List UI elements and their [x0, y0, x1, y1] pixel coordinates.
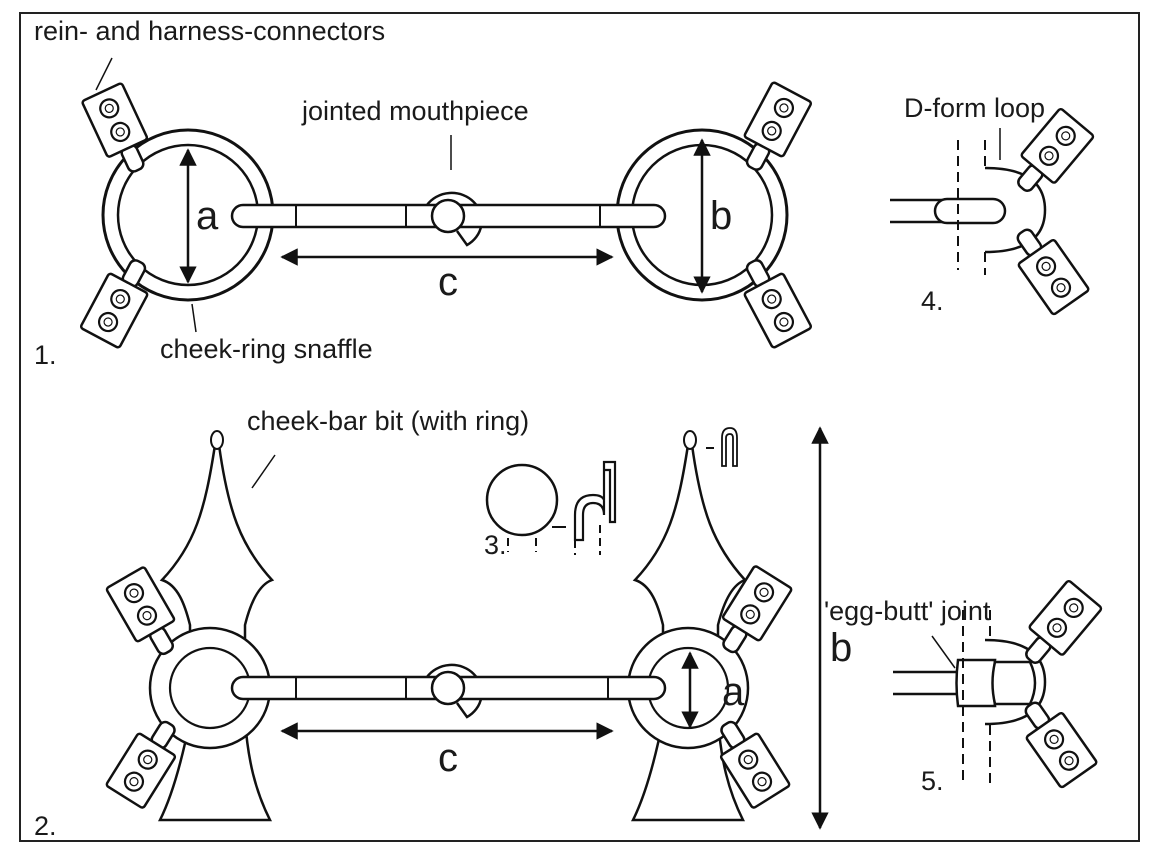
- egg-butt-joint-figure: [893, 578, 1104, 790]
- dimension-b-top: b: [710, 194, 733, 238]
- d-form-loop-label: D-form loop: [904, 93, 1046, 123]
- figure-number-1: 1.: [34, 340, 57, 370]
- figure-number-4: 4.: [921, 286, 944, 316]
- cheek-bar-bit-figure: [104, 426, 829, 830]
- d-form-loop-figure: [890, 106, 1096, 317]
- jointed-mouthpiece-label: jointed mouthpiece: [302, 96, 529, 126]
- dimension-c-top: c: [438, 260, 458, 304]
- cross-section-figure: [485, 427, 738, 555]
- cheek-bar-bit-label: cheek-bar bit (with ring): [247, 406, 530, 436]
- rein-connectors-label: rein- and harness-connectors: [34, 16, 386, 46]
- egg-butt-joint-label: 'egg-butt' joint: [824, 596, 991, 626]
- cheek-ring-snaffle-label: cheek-ring snaffle: [160, 334, 373, 364]
- figure-number-5: 5.: [921, 766, 944, 796]
- dimension-b-bottom: b: [830, 626, 853, 670]
- cheek-ring-snaffle-figure: [78, 57, 814, 350]
- dimension-c-bottom: c: [438, 736, 458, 780]
- dimension-a-top: a: [196, 194, 219, 238]
- figure-frame: [19, 12, 1140, 842]
- figure-number-3: 3.: [484, 530, 507, 560]
- figure-number-2: 2.: [34, 811, 57, 841]
- dimension-a-bottom: a: [722, 670, 745, 714]
